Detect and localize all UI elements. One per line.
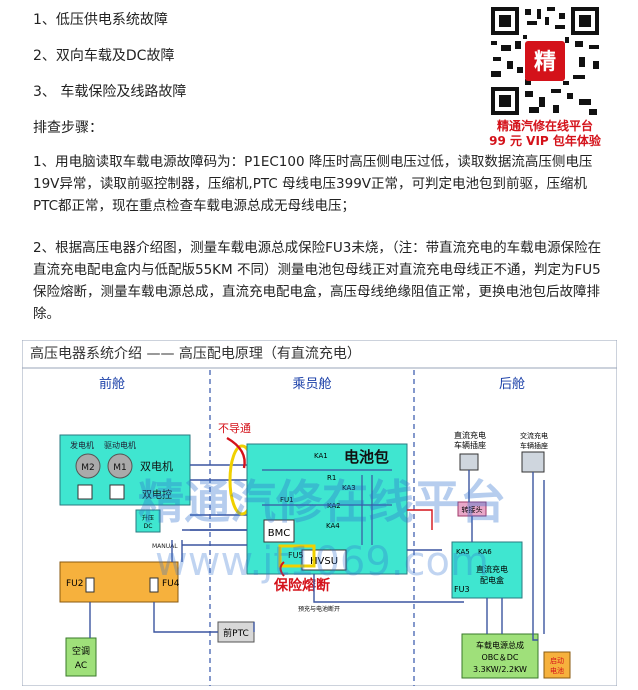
front-fuse-box: FU2 FU4 [59, 561, 180, 603]
svg-text:FU3: FU3 [454, 585, 470, 594]
svg-text:KA6: KA6 [478, 548, 492, 556]
step-paragraph-1: 1、用电脑读取车载电源故障码为：P1EC100 降压时高压侧电压过低，读取数据流… [33, 154, 593, 214]
fault-item-1: 1、低压供电系统故障 [33, 12, 168, 28]
svg-text:DC: DC [144, 523, 153, 530]
dc-distribution-box: KA5 KA6 直流充电 配电盒 FU3 [451, 541, 523, 599]
not-conducting-label: 不导通 [218, 422, 251, 435]
hv-distribution-diagram: 高压电器系统介绍 —— 高压配电原理（有直流充电） 前舱 乘员舱 后舱 发电机 … [22, 340, 617, 686]
motor-m1: M1 [113, 463, 127, 473]
svg-text:发电机: 发电机 [70, 440, 94, 450]
battery-pack-label: 电池包 [344, 448, 389, 466]
svg-text:3.3KW/2.2KW: 3.3KW/2.2KW [473, 665, 527, 674]
svg-text:FU1: FU1 [280, 496, 294, 504]
motor-m2: M2 [81, 463, 95, 473]
qr-caption-2: 99 元 VIP 包年体验 [489, 134, 601, 148]
svg-text:升压: 升压 [142, 514, 154, 522]
svg-text:OBC＆DC: OBC＆DC [482, 653, 519, 662]
svg-text:KA4: KA4 [326, 522, 340, 530]
dual-motor-label: 双电机 [140, 459, 173, 473]
section-front: 前舱 [99, 376, 125, 392]
svg-text:预充与电池断开: 预充与电池断开 [298, 605, 340, 613]
fuse-blown-label: 保险熔断 [273, 577, 330, 594]
fuse-fu4: FU4 [162, 579, 180, 589]
svg-text:AC: AC [75, 661, 87, 671]
svg-text:直流充电: 直流充电 [476, 564, 508, 574]
svg-text:空调: 空调 [72, 645, 90, 657]
section-rear: 后舱 [499, 377, 525, 392]
svg-text:KA5: KA5 [456, 548, 470, 556]
qr-badge: 精 [534, 49, 556, 75]
svg-text:车载电源总成: 车载电源总成 [476, 640, 524, 650]
watermark-url: www.jt1069.com [155, 539, 489, 585]
fuse-fu2: FU2 [66, 579, 84, 589]
svg-text:KA2: KA2 [327, 502, 341, 510]
hvsu-box: HVSU [310, 556, 338, 567]
bmc-box: BMC [268, 528, 290, 539]
qr-badge-text: 精 [534, 49, 556, 75]
section-cabin: 乘员舱 [292, 377, 331, 392]
front-ptc: 前PTC [223, 627, 249, 639]
svg-text:MANUAL: MANUAL [152, 543, 178, 550]
svg-text:KA3: KA3 [342, 484, 356, 492]
qr-caption-1: 精通汽修在线平台 [496, 119, 593, 133]
fault-item-2: 2、双向车载及DC故障 [33, 48, 175, 64]
qr-code-icon [489, 5, 601, 117]
dual-motor-block: 发电机 驱动电机 M2 M1 双电机 双电控 [59, 434, 191, 506]
dual-control-label: 双电控 [142, 488, 172, 501]
svg-text:车辆插座: 车辆插座 [454, 440, 486, 450]
svg-text:直流充电: 直流充电 [454, 430, 486, 440]
svg-text:配电盒: 配电盒 [480, 575, 504, 585]
svg-text:交流充电: 交流充电 [520, 431, 548, 440]
watermark-text: 精通汽修在线平台 [138, 475, 506, 529]
svg-text:车辆插座: 车辆插座 [520, 441, 548, 450]
svg-text:转接头: 转接头 [462, 505, 483, 514]
svg-text:驱动电机: 驱动电机 [104, 440, 136, 450]
svg-text:电池: 电池 [550, 666, 564, 675]
diagram-title: 高压电器系统介绍 —— 高压配电原理（有直流充电） [30, 345, 361, 362]
step-paragraph-2: 2、根据高压电器介绍图，测量车载电源总成保险FU3未烧，（注：带直流充电的车载电… [33, 240, 602, 322]
svg-text:启动: 启动 [550, 656, 564, 665]
fuse-fu5: FU5 [288, 551, 304, 560]
svg-text:R1: R1 [327, 474, 336, 482]
steps-heading: 排查步骤： [33, 120, 103, 136]
qr-code-block: 精 精通汽修在线平台 99 元 VIP 包年体验 [485, 5, 605, 149]
battery-pack: 电池包 KA1 R1 KA3 KA2 FU1 KA4 BMC HVSU FU5 [246, 443, 408, 575]
fault-item-3: 3、 车载保险及线路故障 [33, 84, 187, 100]
svg-text:KA1: KA1 [314, 452, 328, 460]
obc-dc-box: 车载电源总成 OBC＆DC 3.3KW/2.2KW [461, 633, 539, 679]
